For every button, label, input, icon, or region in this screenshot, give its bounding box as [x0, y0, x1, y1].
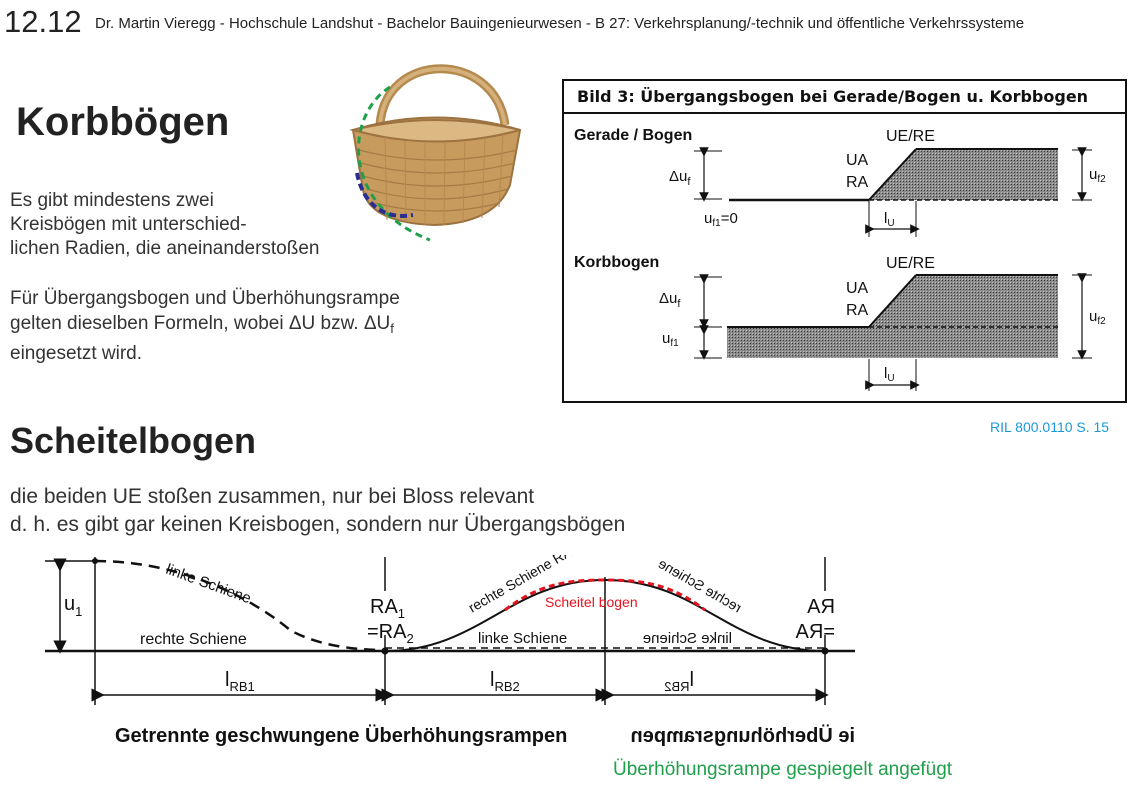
- label-linke-schiene-mid: linke Schiene: [478, 630, 567, 647]
- panel1-uf2: uf2: [1089, 166, 1106, 185]
- panel1-ua: UA: [846, 152, 869, 169]
- label-lrb1: lRB1: [225, 669, 255, 694]
- label-rechte-schiene-left: rechte Schiene: [140, 631, 247, 648]
- korb-p2-line3: eingesetzt wird.: [10, 343, 143, 364]
- figure-bild-3: Bild 3: Übergangsbogen bei Gerade/Bogen …: [562, 79, 1127, 403]
- panel1-ue-re: UE/RE: [886, 128, 935, 145]
- panel2-title: Korbbogen: [574, 254, 659, 271]
- scheitel-paragraph: die beiden UE stoßen zusammen, nur bei B…: [10, 483, 810, 539]
- label-ra1: RA1: [370, 596, 405, 621]
- scheitel-line2: d. h. es gibt gar keinen Kreisbogen, son…: [10, 513, 626, 536]
- panel2-lu: lU: [884, 365, 895, 384]
- panel1-lu: lU: [884, 210, 895, 229]
- panel1-title: Gerade / Bogen: [574, 127, 692, 144]
- panel2-uf1: uf1: [662, 330, 679, 349]
- korb-p2-line2-sub: f: [390, 321, 394, 336]
- label-lrb2-mirror: lRB2: [664, 669, 694, 694]
- label-linke-schiene-top: linke Schiene: [164, 561, 254, 607]
- figure-title: Bild 3: Übergangsbogen bei Gerade/Bogen …: [564, 81, 1125, 114]
- caption-rampen: Getrennte geschwungene Überhöhungsrampen: [115, 724, 567, 747]
- korb-paragraph-1: Es gibt mindestens zwei Kreisbögen mit u…: [10, 189, 390, 261]
- label-mirror-ra1: RA: [807, 596, 835, 618]
- korb-p1-line3: lichen Radien, die aneinanderstoßen: [10, 238, 320, 259]
- label-u1: u1: [64, 593, 82, 619]
- figure-ueberhoehungsrampen: u1 linke Schiene rechte Schiene RA1 =RA2…: [40, 543, 860, 760]
- heading-scheitelbogen: Scheitelbogen: [10, 420, 257, 461]
- label-scheitelbogen: Scheitel bogen: [545, 594, 638, 610]
- heading-korbboegen: Korbbögen: [16, 100, 230, 144]
- korb-p2-line2-text: gelten dieselben Formeln, wobei ΔU bzw. …: [10, 313, 391, 334]
- slide-number: 12.12: [4, 4, 82, 39]
- korb-p2-line1: Für Übergangsbogen und Überhöhungsrampe: [10, 288, 400, 309]
- scheitel-line1: die beiden UE stoßen zusammen, nur bei B…: [10, 485, 535, 508]
- panel1-delta-uf: Δuf: [669, 168, 691, 188]
- panel1-uf1-zero: uf1=0: [704, 210, 738, 229]
- mirror-note: Überhöhungsrampe gespiegelt angefügt: [613, 759, 953, 780]
- panel2-ue-re: UE/RE: [886, 255, 935, 272]
- label-mirror-linke-schiene: linke Schiene: [643, 630, 732, 647]
- panel2-uf2: uf2: [1089, 308, 1106, 327]
- panel2-delta-uf: Δuf: [659, 290, 681, 310]
- korb-paragraph-2: Für Übergangsbogen und Überhöhungsrampe …: [10, 286, 500, 366]
- basket-image: [345, 55, 525, 255]
- label-lrb2: lRB2: [490, 669, 520, 694]
- panel2-ua: UA: [846, 280, 869, 297]
- panel1-ra: RA: [846, 174, 869, 191]
- label-ra2: =RA2: [367, 621, 414, 646]
- label-mirror-ra2: =RA: [795, 621, 835, 643]
- korb-p1-line2: Kreisbögen mit unterschied-: [10, 214, 247, 235]
- source-reference: RIL 800.0110 S. 15: [990, 419, 1110, 435]
- course-header: Dr. Martin Vieregg - Hochschule Landshut…: [95, 15, 1025, 32]
- korb-p1-line1: Es gibt mindestens zwei: [10, 190, 214, 211]
- caption-rampen-mirror: ie Überhöhungsrampen: [631, 724, 855, 747]
- korb-p2-line2: gelten dieselben Formeln, wobei ΔU bzw. …: [10, 311, 500, 341]
- panel2-ra: RA: [846, 302, 869, 319]
